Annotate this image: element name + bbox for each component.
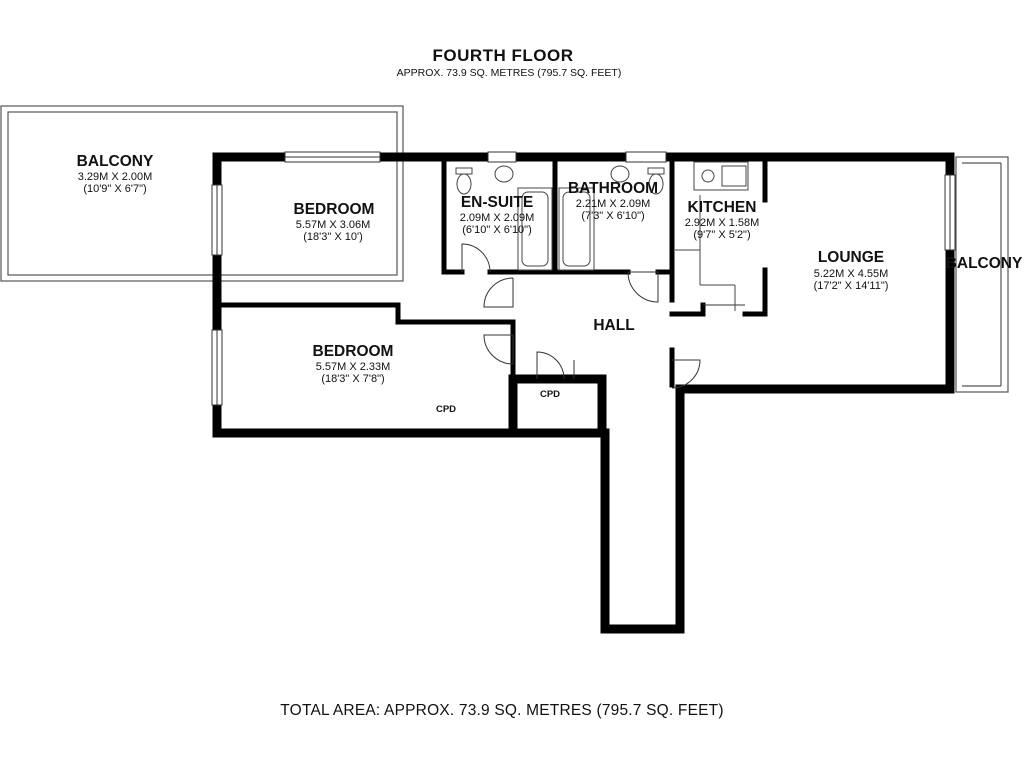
room-imperial: (18'3" X 7'8"): [321, 373, 385, 385]
fixtures: [455, 161, 749, 311]
room-imperial: (9'7" X 5'2"): [693, 229, 751, 241]
balcony-east-outline: [955, 156, 1009, 393]
balcony-west-outline: [0, 105, 404, 282]
room-metric: 5.22M X 4.55M: [813, 268, 889, 280]
room-name: BALCONY: [76, 153, 154, 170]
room-name: BEDROOM: [312, 343, 394, 360]
floor-subtitle: APPROX. 73.9 SQ. METRES (795.7 SQ. FEET): [396, 67, 622, 79]
room-imperial: (7'3" X 6'10"): [581, 210, 645, 222]
room-name: BEDROOM: [293, 201, 375, 218]
room-imperial: (10'9" X 6'7"): [83, 183, 147, 195]
floor-title: FOURTH FLOOR: [432, 46, 574, 65]
room-imperial: (18'3" X 10'): [303, 231, 363, 243]
total-area: TOTAL AREA: APPROX. 73.9 SQ. METRES (795…: [280, 702, 724, 719]
room-name: LOUNGE: [817, 249, 885, 266]
room-imperial: (6'10" X 6'10"): [462, 224, 532, 236]
cpd-bedroom: CPD: [435, 404, 457, 415]
room-balcony-east: BALCONY: [945, 255, 1023, 272]
room-name: KITCHEN: [687, 199, 757, 216]
room-metric: 2.09M X 2.09M: [459, 212, 535, 224]
room-metric: 3.29M X 2.00M: [77, 171, 153, 183]
windows: [211, 151, 956, 406]
room-name: BATHROOM: [567, 180, 659, 197]
interior-walls: [217, 157, 768, 388]
room-metric: 2.21M X 2.09M: [575, 198, 651, 210]
room-name: EN-SUITE: [460, 194, 534, 211]
room-metric: 5.57M X 3.06M: [295, 219, 371, 231]
doors: [461, 243, 745, 389]
room-metric: 2.92M X 1.58M: [684, 217, 760, 229]
room-hall: HALL: [593, 317, 635, 334]
cpd-hall: CPD: [539, 389, 561, 400]
room-metric: 5.57M X 2.33M: [315, 361, 391, 373]
room-imperial: (17'2" X 14'11"): [813, 280, 889, 292]
